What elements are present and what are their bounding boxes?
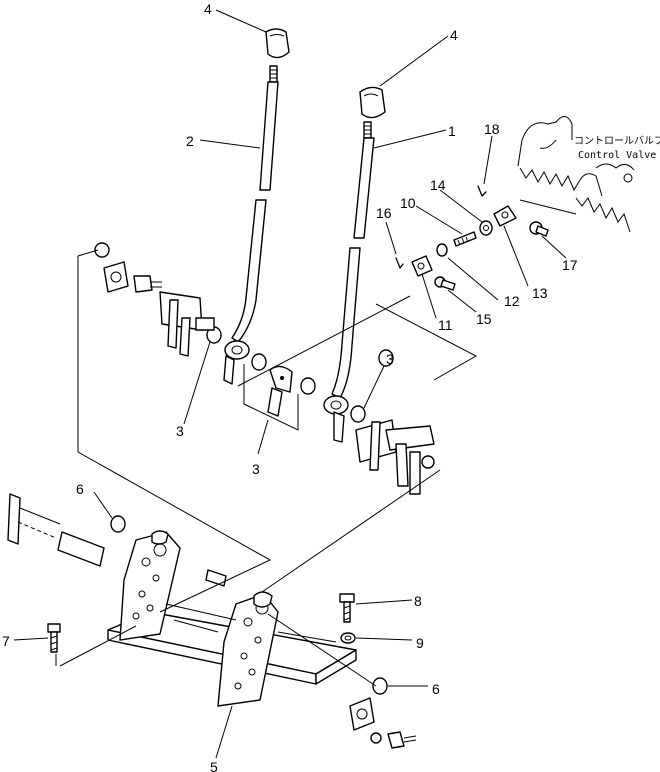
callout-14: 14 (430, 177, 446, 193)
pivot-bracket-upper-left (94, 242, 215, 357)
bushing-6-lower (372, 677, 388, 695)
callout-13: 13 (532, 285, 548, 301)
callout-11: 11 (438, 317, 453, 333)
support-pipe-left (7, 493, 105, 567)
callout-9: 9 (416, 635, 424, 651)
bolt-10 (453, 231, 477, 247)
bushing-6-upper (110, 515, 126, 533)
callout-12: 12 (504, 293, 520, 309)
bushing-3-mid-lower (300, 377, 316, 395)
callout-3-left: 3 (176, 423, 184, 439)
bolt-7 (47, 623, 61, 653)
knob-left (265, 28, 290, 59)
bushing-3-mid-upper (251, 353, 267, 371)
mounting-frame (107, 530, 357, 707)
cotter-pin-16 (395, 257, 404, 269)
callout-16: 16 (376, 205, 392, 221)
pin-15 (434, 276, 456, 291)
callout-3-center: 3 (252, 461, 260, 477)
lever-right (323, 121, 375, 443)
control-valve-label-jp: コントロールバルブ (574, 134, 660, 147)
pin-17 (529, 221, 549, 237)
nut-12 (436, 243, 448, 257)
rod-end-13 (493, 205, 517, 227)
link-bracket-center (267, 365, 293, 417)
bushing-3-right-upper (378, 349, 394, 367)
callout-5: 5 (210, 759, 218, 772)
bolt-8 (339, 593, 355, 623)
callout-6-lower: 6 (432, 681, 440, 697)
flange-lower-right (349, 697, 417, 749)
callout-10: 10 (400, 195, 416, 211)
callout-18: 18 (484, 121, 500, 137)
knob-right (359, 86, 386, 119)
control-valve-label-en: Control Valve (578, 150, 656, 161)
callout-1: 1 (448, 123, 456, 139)
callout-8: 8 (414, 593, 422, 609)
callout-17: 17 (562, 257, 578, 273)
washer-9 (340, 632, 356, 644)
callout-2: 2 (186, 133, 194, 149)
callout-4-right: 4 (450, 27, 458, 43)
callout-3-right: 3 (386, 351, 394, 367)
control-valve-outline (517, 116, 635, 233)
lever-left (223, 65, 279, 385)
callout-7: 7 (2, 633, 10, 649)
pivot-bracket-lower-right (355, 419, 435, 495)
assembly-guide-lines (55, 249, 478, 687)
callout-4-left: 4 (204, 1, 212, 17)
cotter-pin-18 (477, 185, 487, 197)
callout-15: 15 (476, 311, 492, 327)
bushing-3-right-lower (350, 405, 366, 423)
nut-14 (479, 220, 493, 236)
clevis-11 (411, 255, 433, 277)
leader-lines (13, 9, 567, 759)
callout-6-upper: 6 (76, 481, 84, 497)
